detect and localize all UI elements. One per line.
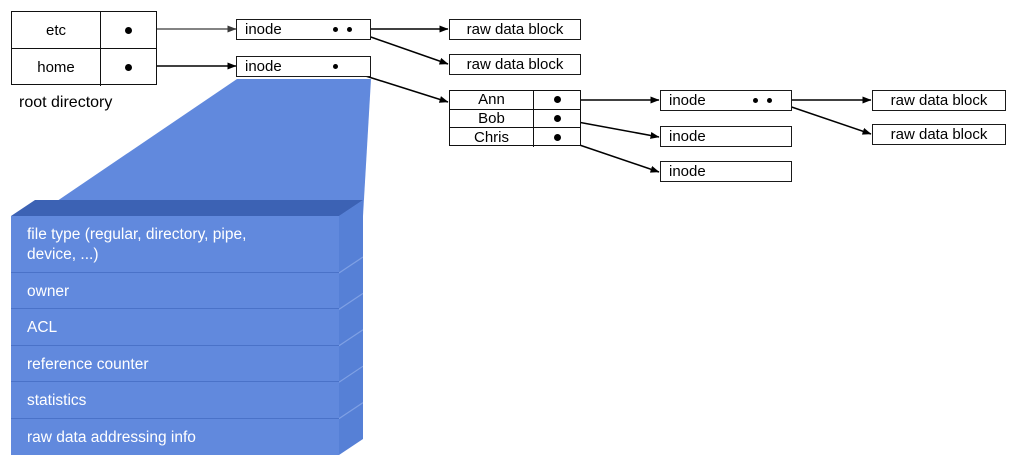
inode-box-label: inode bbox=[669, 128, 706, 145]
root-dir-row-etc[interactable]: etc bbox=[12, 12, 156, 49]
filled-dot-icon bbox=[553, 114, 561, 122]
filled-dot-icon bbox=[125, 64, 132, 71]
inode-box-label: inode bbox=[669, 92, 706, 109]
raw-data-block-etc-1[interactable]: raw data block bbox=[449, 19, 581, 40]
inode-field-addressing: raw data addressing info bbox=[27, 428, 196, 446]
inode-box-label: inode bbox=[245, 21, 282, 38]
inode-box-label: inode bbox=[245, 58, 282, 75]
inode-pointer-dots[interactable] bbox=[753, 98, 772, 103]
filled-dot-icon bbox=[553, 96, 561, 104]
home-dir-pointer-bob[interactable] bbox=[534, 110, 580, 128]
root-dir-pointer-etc[interactable] bbox=[101, 12, 156, 48]
raw-data-block-ann-2[interactable]: raw data block bbox=[872, 124, 1006, 145]
filled-dot-icon bbox=[553, 133, 561, 141]
zoom-wedge bbox=[35, 79, 371, 216]
home-dir-row-chris[interactable]: Chris bbox=[450, 128, 580, 147]
home-directory-table[interactable]: Ann Bob Chris bbox=[449, 90, 581, 147]
pointer-dot-icon bbox=[767, 98, 772, 103]
filled-dot-icon bbox=[125, 26, 132, 34]
inode-pointer-dots[interactable] bbox=[333, 27, 352, 32]
inode-box-home[interactable]: inode bbox=[236, 56, 371, 77]
pointer-dot-icon bbox=[753, 98, 758, 103]
inode-field-refcount: reference counter bbox=[11, 346, 339, 383]
root-directory-caption: root directory bbox=[19, 94, 113, 111]
inode-detail-box: file type (regular, directory, pipe, dev… bbox=[11, 200, 363, 455]
inode-field-statistics: statistics bbox=[11, 382, 339, 419]
inode-box-chris[interactable]: inode bbox=[660, 161, 792, 182]
side-divider-1 bbox=[338, 256, 363, 274]
raw-data-block-label: raw data block bbox=[466, 21, 564, 38]
raw-data-block-ann-1[interactable]: raw data block bbox=[872, 90, 1006, 111]
inode-box-ann[interactable]: inode bbox=[660, 90, 792, 111]
raw-data-block-etc-2[interactable]: raw data block bbox=[449, 54, 581, 75]
inode-box-bob[interactable]: inode bbox=[660, 126, 792, 147]
inode-box-label: inode bbox=[669, 163, 706, 180]
root-directory-table[interactable]: etc home bbox=[11, 11, 157, 86]
side-divider-4 bbox=[338, 365, 363, 383]
home-dir-pointer-ann[interactable] bbox=[534, 91, 580, 109]
raw-data-block-label: raw data block bbox=[890, 92, 988, 109]
home-dir-name-chris: Chris bbox=[450, 128, 534, 147]
pointer-dot-icon bbox=[333, 27, 338, 32]
pointer-dot-icon bbox=[347, 27, 352, 32]
inode-field-file-type: file type (regular, directory, pipe, dev… bbox=[11, 216, 339, 273]
raw-data-block-label: raw data block bbox=[466, 56, 564, 73]
side-divider-2 bbox=[338, 292, 363, 310]
pointer-dot-icon bbox=[333, 64, 338, 69]
home-dir-pointer-chris[interactable] bbox=[534, 128, 580, 147]
root-dir-name-home: home bbox=[12, 49, 101, 86]
inode-field-owner: owner bbox=[11, 273, 339, 310]
inode-detail-3d-faces bbox=[11, 200, 363, 455]
detail-top-face bbox=[11, 200, 363, 216]
home-dir-row-ann[interactable]: Ann bbox=[450, 91, 580, 110]
home-dir-name-ann: Ann bbox=[450, 91, 534, 109]
inode-field-acl: ACL bbox=[11, 309, 339, 346]
root-dir-name-etc: etc bbox=[12, 12, 101, 48]
home-dir-name-bob: Bob bbox=[450, 109, 534, 128]
side-divider-5 bbox=[338, 402, 363, 420]
inode-box-etc[interactable]: inode bbox=[236, 19, 371, 40]
root-dir-pointer-home[interactable] bbox=[101, 49, 156, 86]
raw-data-block-label: raw data block bbox=[890, 126, 988, 143]
detail-side-face bbox=[339, 200, 363, 455]
inode-pointer-dots[interactable] bbox=[333, 64, 338, 69]
home-dir-row-bob[interactable]: Bob bbox=[450, 109, 580, 129]
inode-detail-front-face: file type (regular, directory, pipe, dev… bbox=[11, 216, 339, 455]
root-dir-row-home[interactable]: home bbox=[12, 49, 156, 86]
side-divider-3 bbox=[338, 329, 363, 347]
